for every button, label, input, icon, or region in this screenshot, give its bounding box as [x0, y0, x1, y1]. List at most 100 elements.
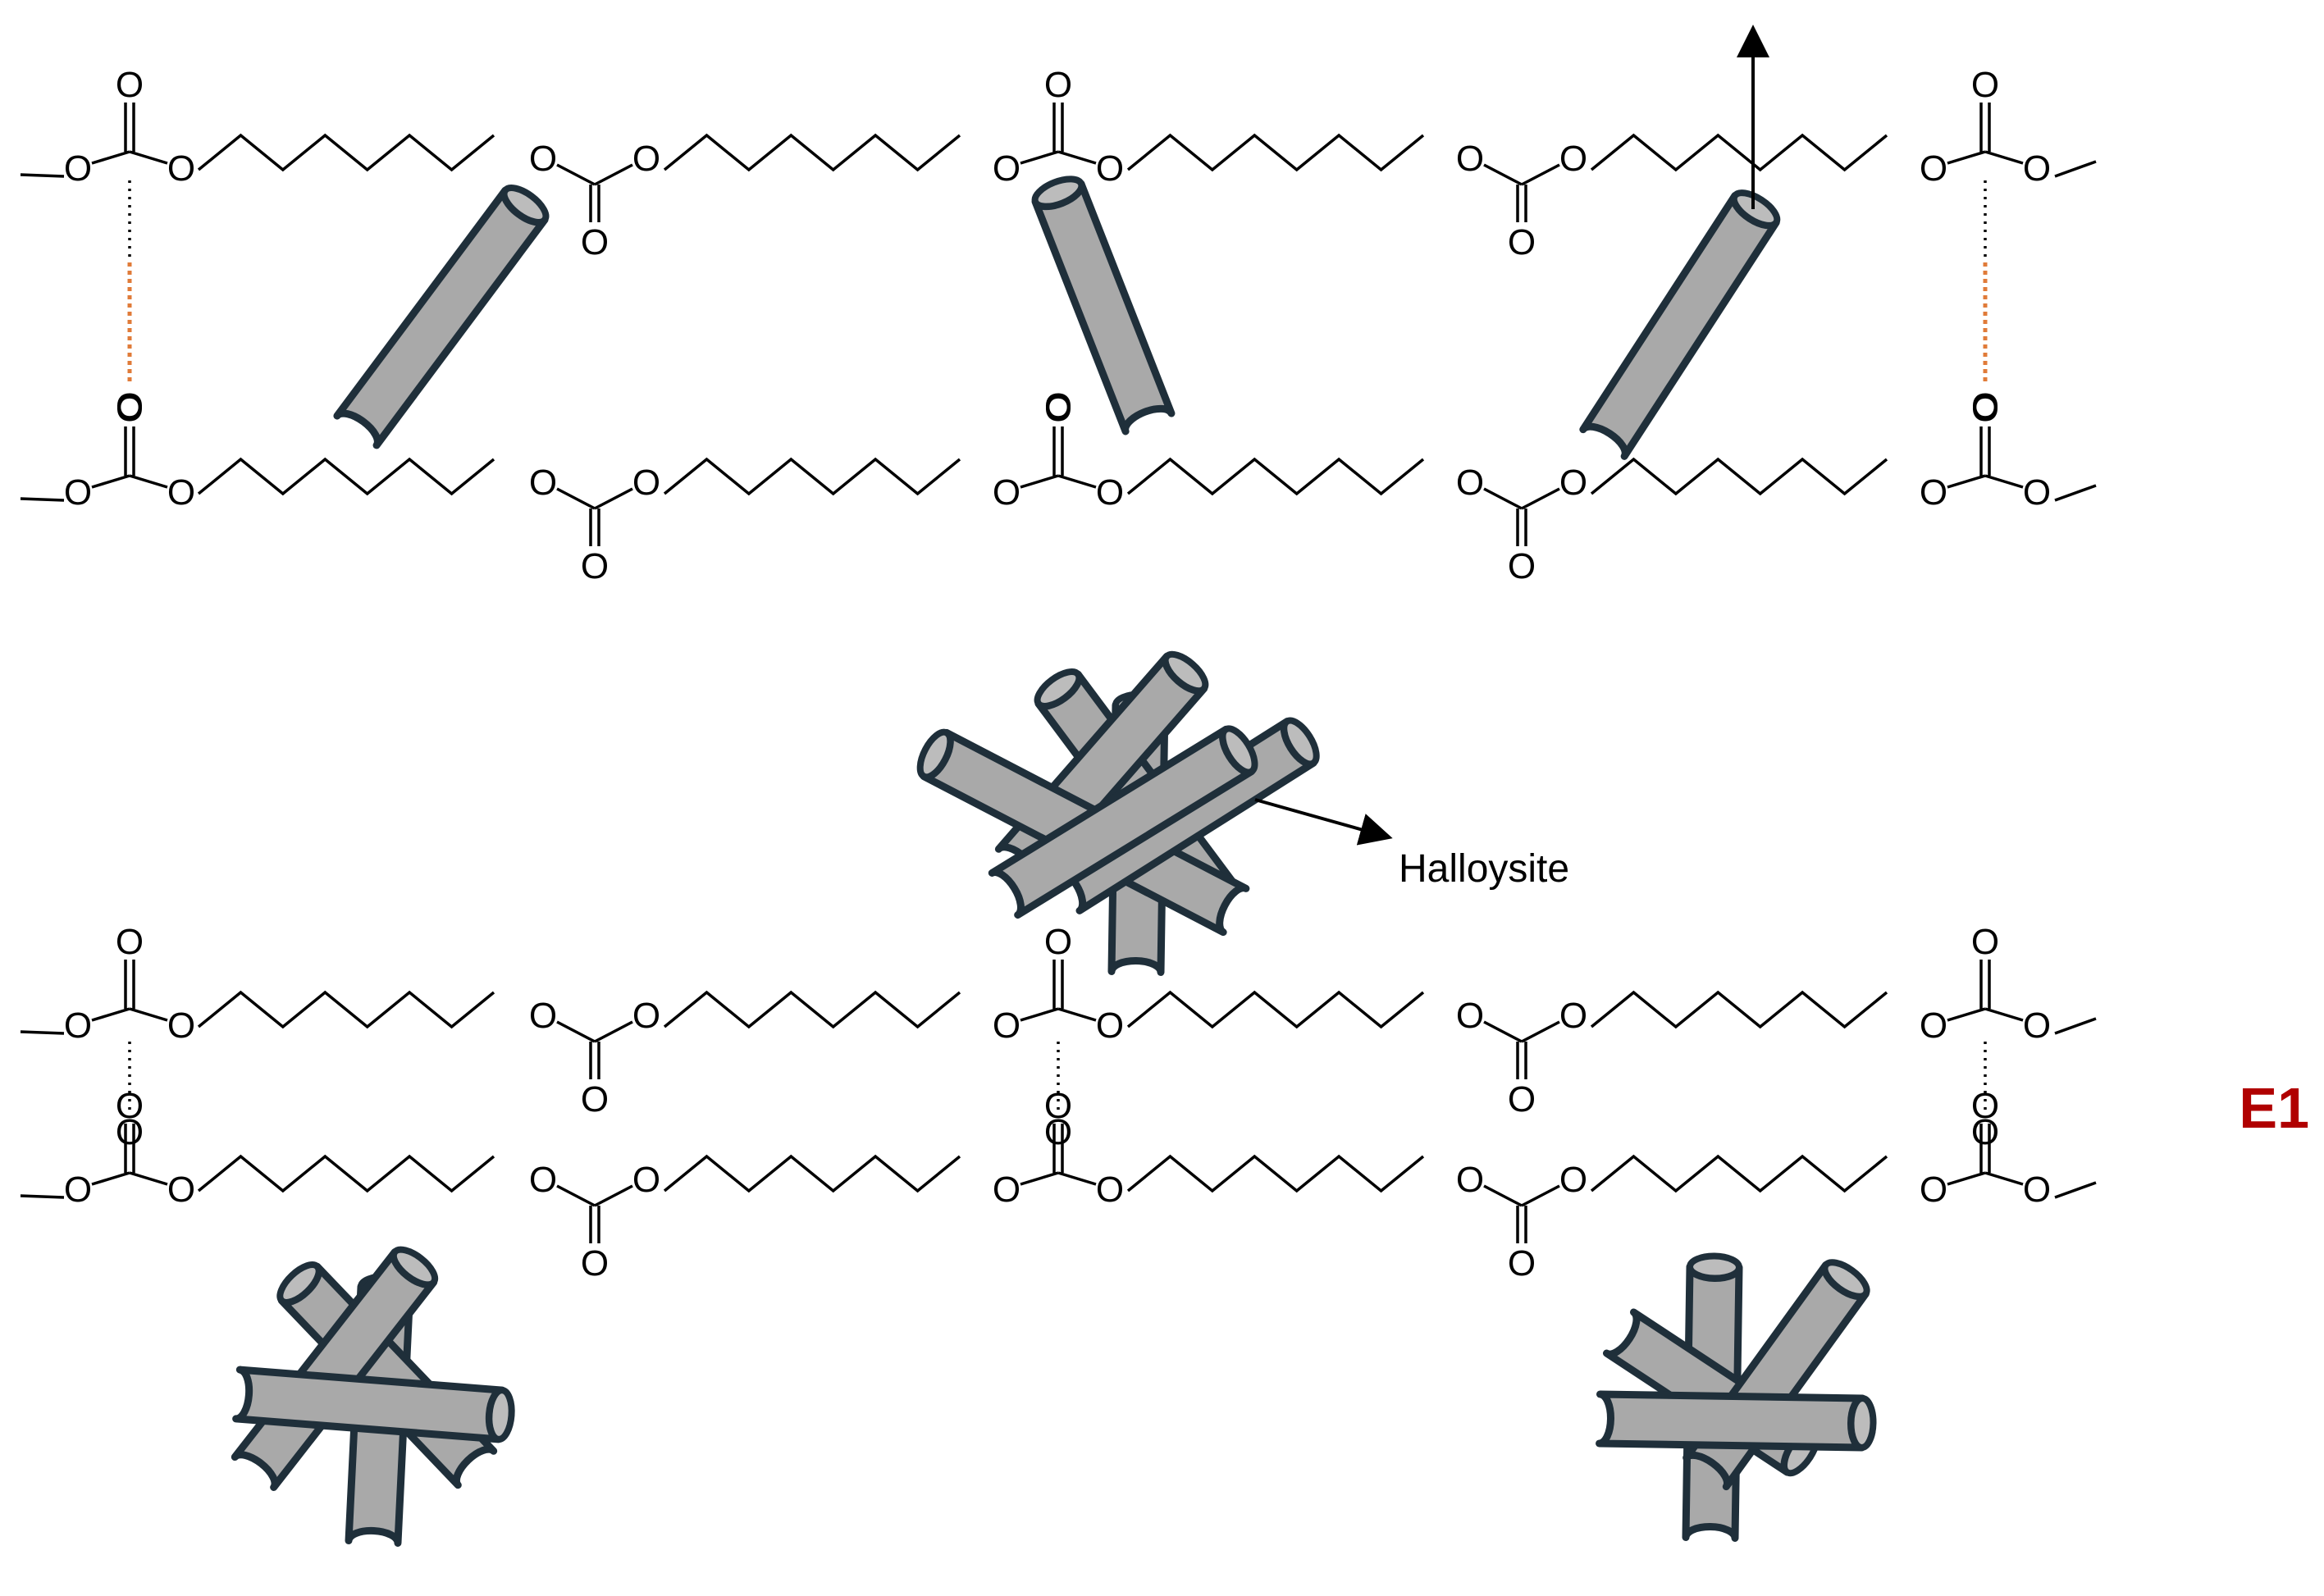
- oxygen-atom: O: [1456, 463, 1484, 503]
- oxygen-atom: O: [1044, 922, 1072, 962]
- methylene-chain: [1126, 457, 1425, 496]
- bond-line: [1521, 1020, 1560, 1043]
- oxygen-atom: O: [1508, 222, 1536, 262]
- tube-opening: [1219, 725, 1258, 776]
- bond-line: [91, 150, 130, 165]
- tube-opening: [1687, 1252, 1742, 1282]
- methylene-chain: [197, 133, 495, 172]
- oxygen-atom: O: [1044, 1112, 1072, 1152]
- oxygen-atom: O: [1096, 1170, 1124, 1210]
- bond-line: [1483, 1184, 1523, 1207]
- oxygen-atom: O: [1559, 463, 1587, 503]
- bond-line: [1020, 1007, 1059, 1022]
- bond-line: [1521, 487, 1560, 510]
- bond-line: [1947, 150, 1986, 165]
- methylene-chain: [1590, 133, 1888, 172]
- bond-line: [1984, 1007, 2024, 1022]
- oxygen-atom: O: [1044, 65, 1072, 105]
- oxygen-atom: O: [1971, 386, 1999, 426]
- oxygen-atom: O: [116, 386, 144, 426]
- tube-opening: [500, 185, 550, 226]
- oxygen-atom: O: [167, 472, 195, 513]
- oxygen-atom: O: [2023, 1170, 2051, 1210]
- bond-line: [1020, 150, 1059, 165]
- oxygen-atom: O: [1456, 139, 1484, 179]
- methylene-chain: [1126, 133, 1425, 172]
- halloysite-callout-arrow: [1254, 798, 1393, 846]
- bond-line: [1020, 474, 1059, 489]
- oxygen-atom: O: [167, 148, 195, 189]
- bond-line: [1521, 163, 1560, 186]
- halloysite-tube: [1579, 189, 1781, 460]
- oxygen-atom: O: [581, 1079, 609, 1119]
- bond-line: [1984, 1171, 2024, 1186]
- oxygen-atom: O: [1096, 472, 1124, 513]
- bond-line: [1483, 1020, 1523, 1043]
- oxygen-atom: O: [581, 1243, 609, 1284]
- tube-opening: [390, 1246, 439, 1288]
- bond-line: [20, 1194, 65, 1199]
- tube-opening: [916, 728, 954, 781]
- oxygen-atom: O: [1920, 1005, 1947, 1046]
- bond-line: [129, 1171, 168, 1186]
- bond-line: [20, 1030, 65, 1035]
- bond-line: [1057, 474, 1097, 489]
- bond-line: [594, 487, 633, 510]
- oxygen-atom: O: [2023, 148, 2051, 189]
- oxygen-atom: O: [1559, 139, 1587, 179]
- oxygen-atom: O: [64, 148, 92, 189]
- bond-line: [91, 474, 130, 489]
- tube-opening: [1034, 668, 1083, 709]
- bond-line: [1984, 150, 2024, 165]
- halloysite-tube: [1031, 176, 1176, 435]
- bond-line: [1483, 487, 1523, 510]
- bond-line: [556, 1020, 596, 1043]
- oxygen-atom: O: [1508, 546, 1536, 586]
- oxygen-atom: O: [167, 1170, 195, 1210]
- oxygen-atom: O: [167, 1005, 195, 1046]
- methylene-chain: [197, 990, 495, 1029]
- methylene-chain: [197, 1154, 495, 1193]
- oxygen-atom: O: [1559, 1160, 1587, 1200]
- oxygen-atom: O: [529, 139, 557, 179]
- bond-line: [594, 163, 633, 186]
- bond-line: [594, 1020, 633, 1043]
- tube-body: [1596, 1390, 1866, 1452]
- oxygen-atom: O: [1971, 389, 1999, 429]
- bond-line: [2054, 160, 2097, 178]
- tube-opening: [1821, 1259, 1870, 1300]
- tube-opening: [486, 1387, 515, 1443]
- bond-line: [1947, 1171, 1986, 1186]
- bond-line: [2054, 1181, 2097, 1199]
- oxygen-atom: O: [116, 1112, 144, 1152]
- tube-opening: [1031, 176, 1085, 210]
- oxygen-atom: O: [632, 996, 660, 1036]
- bond-line: [594, 1184, 633, 1207]
- oxygen-atom: O: [64, 472, 92, 513]
- tube-opening: [1281, 717, 1320, 768]
- bond-line: [1947, 474, 1986, 489]
- oxygen-atom: O: [1971, 65, 1999, 105]
- bond-line: [1057, 1171, 1097, 1186]
- tube-opening: [1730, 189, 1781, 229]
- halloysite-aggregate-tube: [232, 1366, 515, 1443]
- bond-line: [1483, 163, 1523, 186]
- methylene-chain: [197, 457, 495, 496]
- oxygen-atom: O: [1456, 1160, 1484, 1200]
- bond-line: [1521, 1184, 1560, 1207]
- oxygen-atom: O: [116, 65, 144, 105]
- oxygen-atom: O: [116, 389, 144, 429]
- bond-line: [91, 1007, 130, 1022]
- bond-line: [129, 150, 168, 165]
- bond-line: [129, 474, 168, 489]
- oxygen-atom: O: [993, 1170, 1020, 1210]
- tube-opening: [1162, 650, 1209, 695]
- oxygen-atom: O: [1044, 386, 1072, 426]
- oxygen-atom: O: [1096, 148, 1124, 189]
- methylene-chain: [1126, 990, 1425, 1029]
- oxygen-atom: O: [581, 546, 609, 586]
- bond-line: [20, 497, 65, 502]
- oxygen-atom: O: [1044, 389, 1072, 429]
